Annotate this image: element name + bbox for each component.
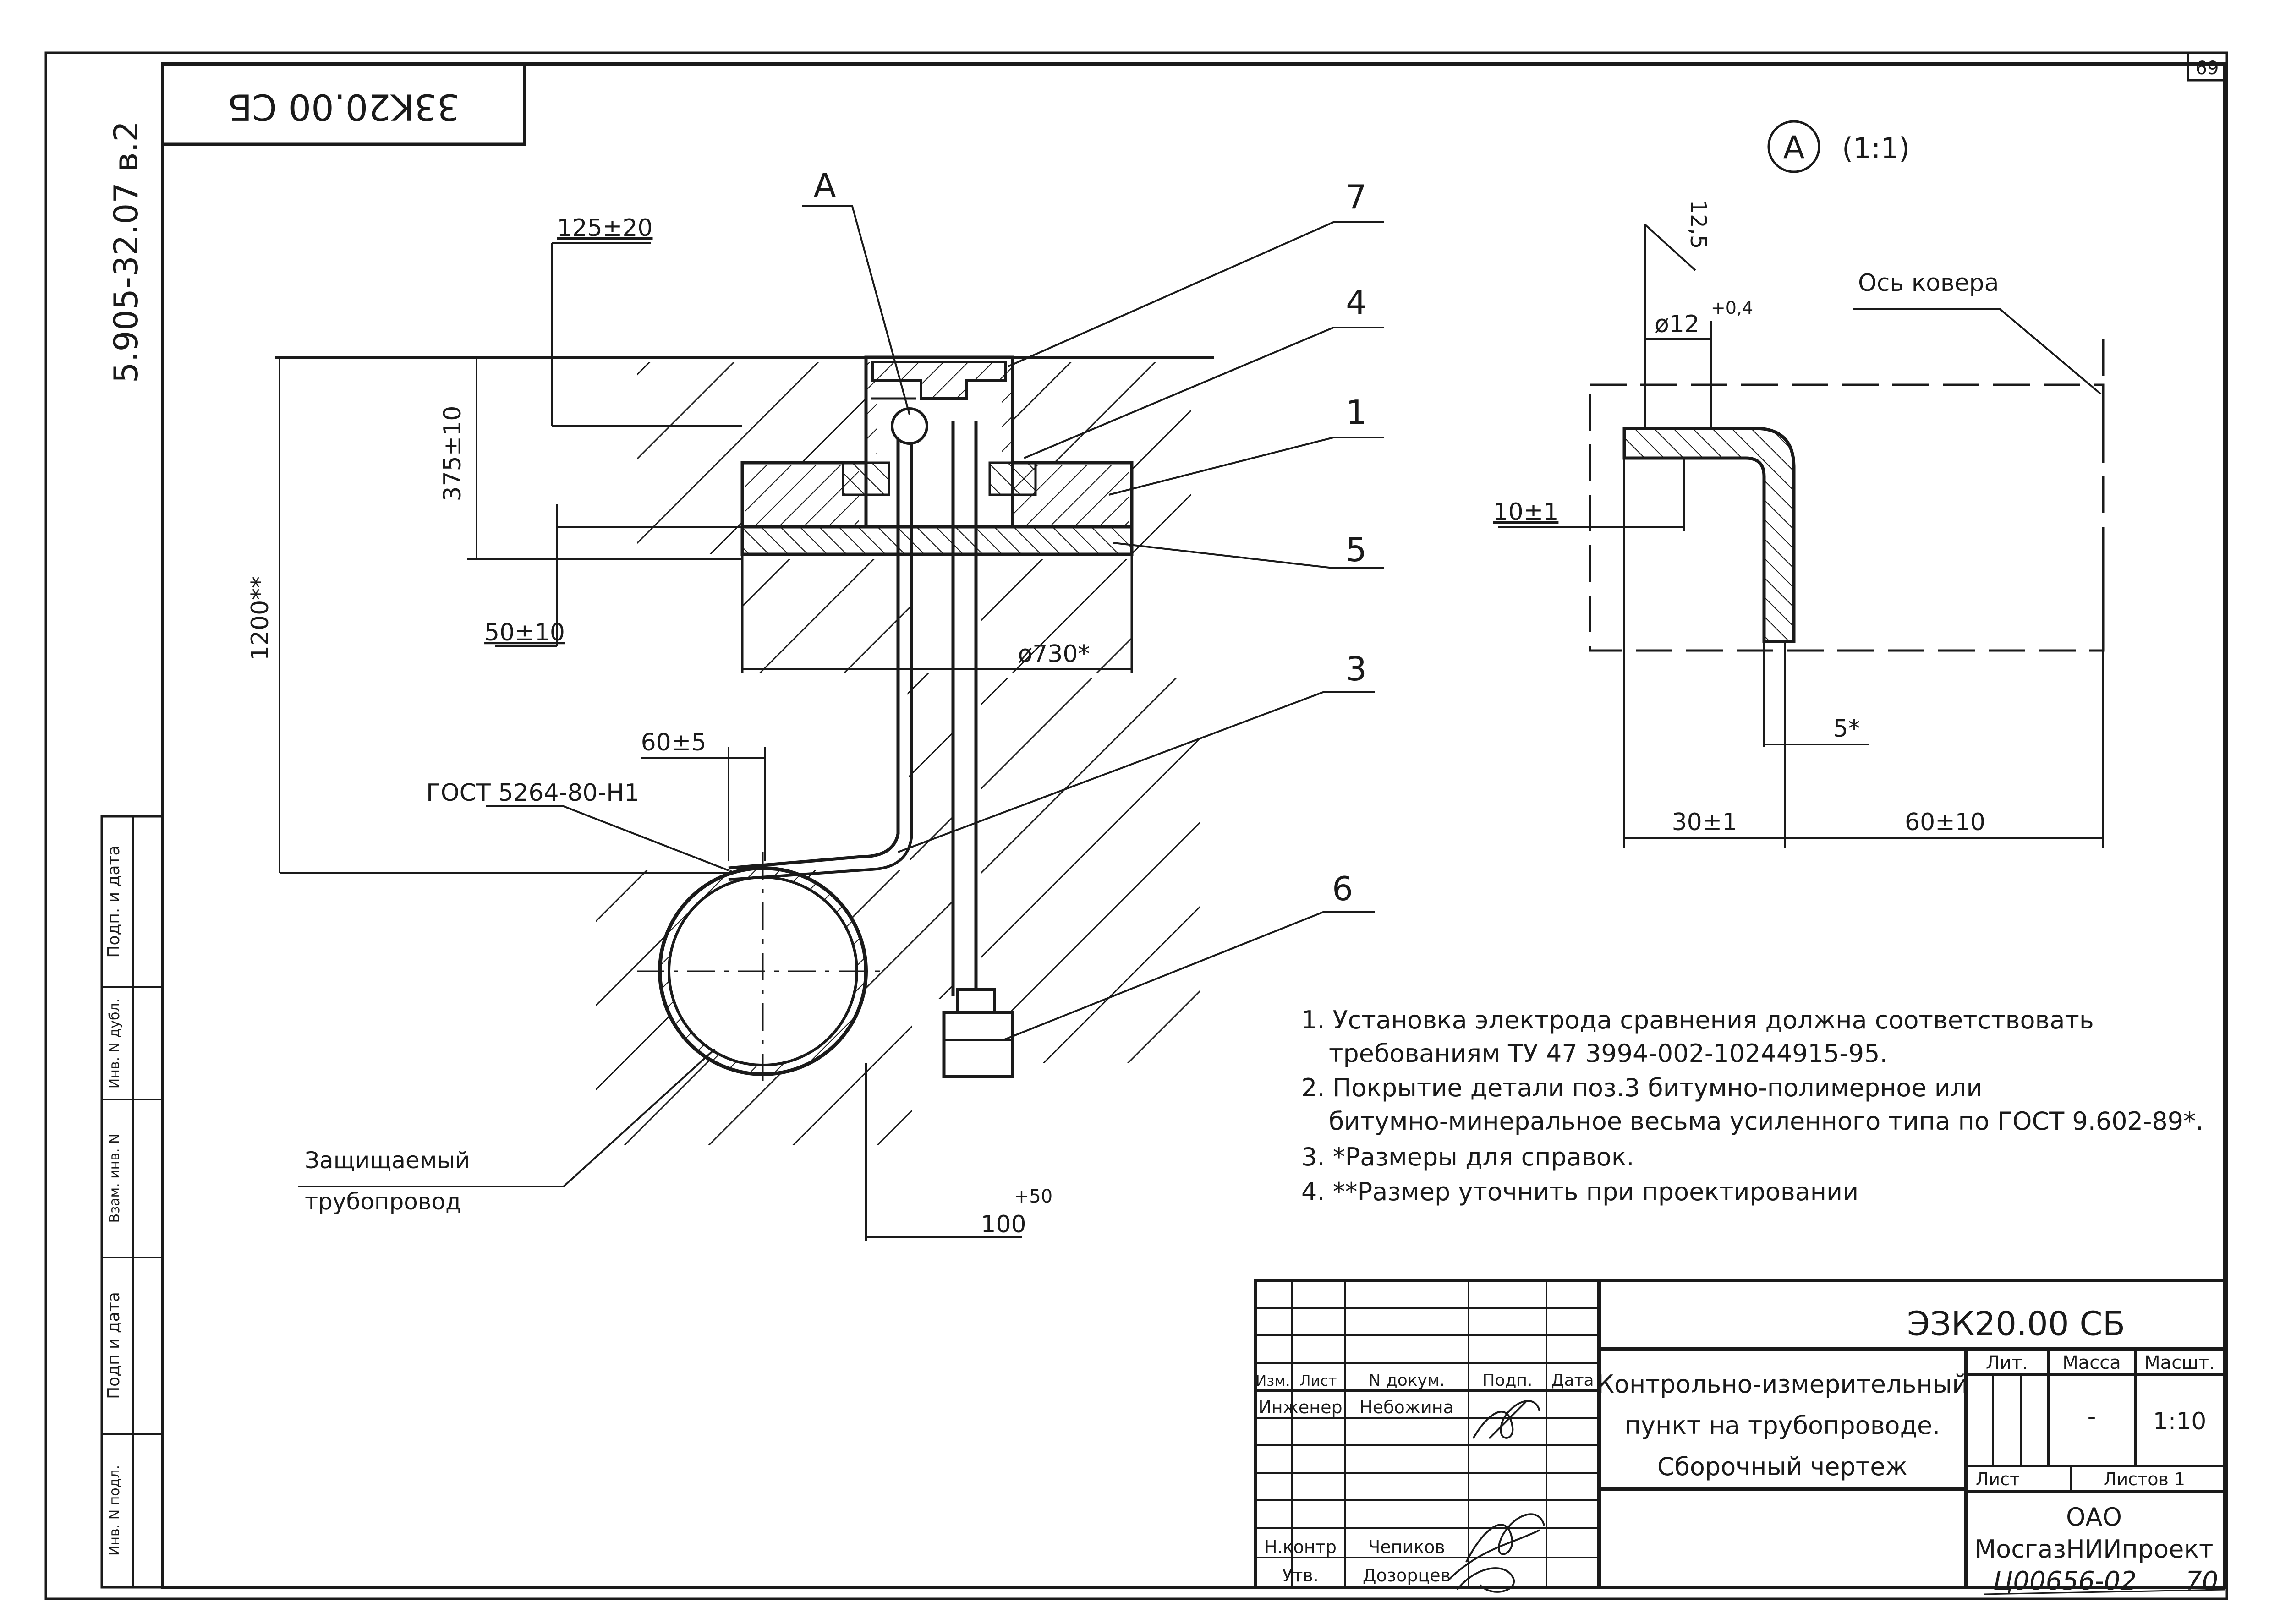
pipe-label-2: трубопровод [305, 1188, 461, 1215]
detail-axis-label: Ось ковера [1858, 269, 1999, 297]
tb-scale-value: 1:10 [2153, 1408, 2207, 1435]
detail-dim-30: 30±1 [1672, 809, 1737, 836]
rotated-code-box: 33K20.00 СБ [161, 62, 526, 146]
pos-4: 4 [1346, 283, 1367, 322]
signature-3 [1456, 1567, 1515, 1593]
tb-name-norm: Чепиков [1368, 1537, 1445, 1557]
detail-dim-12-tol: +0,4 [1711, 298, 1753, 318]
note-2a: 2. Покрытие детали поз.3 битумно-полимер… [1301, 1073, 1982, 1102]
tb-ndoc: N докум. [1369, 1371, 1445, 1390]
dim-60: 60±5 [641, 729, 707, 756]
pos-7: 7 [1346, 178, 1367, 216]
tb-name-approve: Дозорцев [1363, 1565, 1451, 1586]
detail-dim-12-5: 12,5 [1685, 200, 1711, 249]
tb-mass: Масса [2062, 1352, 2121, 1373]
pos-3: 3 [1346, 650, 1367, 688]
pos-1: 1 [1346, 393, 1367, 432]
tb-role-engineer: Инженер [1258, 1397, 1342, 1417]
note-4: 4. **Размер уточнить при проектировании [1301, 1177, 1858, 1206]
tb-sheets: Листов 1 [2104, 1469, 2185, 1489]
tb-lit: Лит. [1986, 1352, 2028, 1373]
tb-podp: Подп. [1483, 1371, 1533, 1390]
tb-mass-value: - [2088, 1403, 2096, 1431]
rotated-code: 33K20.00 СБ [228, 86, 460, 127]
side-code: 5.905-32.07 в.2 [107, 121, 145, 383]
tb-org-2: МосгазНИИпроект [1975, 1535, 2214, 1564]
tb-name-3: Сборочный чертеж [1657, 1452, 1907, 1481]
left-approval-strip: Подп. и дата Инв. N дубл. Взам. инв. N П… [100, 815, 164, 1589]
tb-scale-header: Масшт. [2144, 1352, 2215, 1373]
tb-org-1: ОАО [2066, 1503, 2122, 1531]
page-number: 69 [2196, 58, 2219, 79]
dim-100-tol: +50 [1014, 1186, 1052, 1207]
detail-dim-60: 60±10 [1905, 809, 1985, 836]
tb-role-approve: Утв. [1282, 1565, 1319, 1586]
strip-podp-data-2: Подп и дата [104, 1292, 123, 1399]
strip-inv-podl: Инв. N подл. [107, 1465, 123, 1556]
strip-vzam-inv: Взам. инв. N [107, 1134, 123, 1223]
label-view-a: A [813, 166, 836, 205]
dim-375: 375±10 [439, 406, 466, 502]
tb-sheet: Лист [1976, 1469, 2020, 1489]
tb-name-2: пункт на трубопроводе. [1625, 1411, 1940, 1440]
detail-title-letter: A [1783, 130, 1805, 166]
tb-role-norm: Н.контр [1264, 1537, 1337, 1557]
tb-name-engineer: Небожина [1359, 1397, 1454, 1417]
tb-name-1: Контрольно-измерительный [1597, 1370, 1968, 1399]
pos-5: 5 [1346, 530, 1367, 569]
signature-2 [1447, 1513, 1545, 1581]
detail-dim-5: 5* [1833, 715, 1860, 743]
strip-podp-data-1: Подп. и дата [104, 845, 123, 957]
dim-100: 100 [981, 1211, 1026, 1238]
archive-stamp-page: 70 [2186, 1566, 2218, 1596]
dim-1200: 1200** [247, 576, 274, 661]
note-2b: битумно-минеральное весьма усиленного ти… [1329, 1107, 2203, 1136]
note-3: 3. *Размеры для справок. [1301, 1143, 1634, 1171]
tb-code: ЭЗК20.00 СБ [1907, 1305, 2125, 1343]
detail-title-scale: (1:1) [1842, 131, 1910, 165]
main-section-view: A 7 4 1 5 3 6 125±20 375±10 1200** 50±10… [247, 166, 1384, 1241]
dim-730: ø730* [1018, 640, 1090, 668]
pipe-label-1: Защищаемый [305, 1147, 470, 1174]
detail-dim-10: 10±1 [1493, 498, 1559, 526]
notes-block: 1. Установка электрода сравнения должна … [1301, 1006, 2203, 1206]
dim-125: 125±20 [557, 214, 653, 242]
note-1b: требованиям ТУ 47 3994-002-10244915-95. [1329, 1039, 1888, 1068]
tb-list: Лист [1299, 1372, 1337, 1389]
note-1a: 1. Установка электрода сравнения должна … [1301, 1006, 2094, 1034]
dim-50: 50±10 [484, 619, 565, 646]
detail-dim-12: ø12 [1655, 311, 1699, 338]
tb-izm: Изм. [1255, 1372, 1290, 1389]
pos-6: 6 [1332, 869, 1353, 908]
gost-weld-label: ГОСТ 5264-80-Н1 [426, 779, 639, 807]
tb-date: Дата [1551, 1371, 1594, 1390]
signature-1 [1472, 1400, 1540, 1439]
strip-inv-dubl: Инв. N дубл. [107, 999, 123, 1089]
detail-view-a: A (1:1) ø12 +0,4 12,5 10±1 5* 30±1 60±10… [1493, 120, 2105, 848]
title-block: Изм. Лист N докум. Подп. Дата Инженер Не… [1254, 1279, 2226, 1593]
